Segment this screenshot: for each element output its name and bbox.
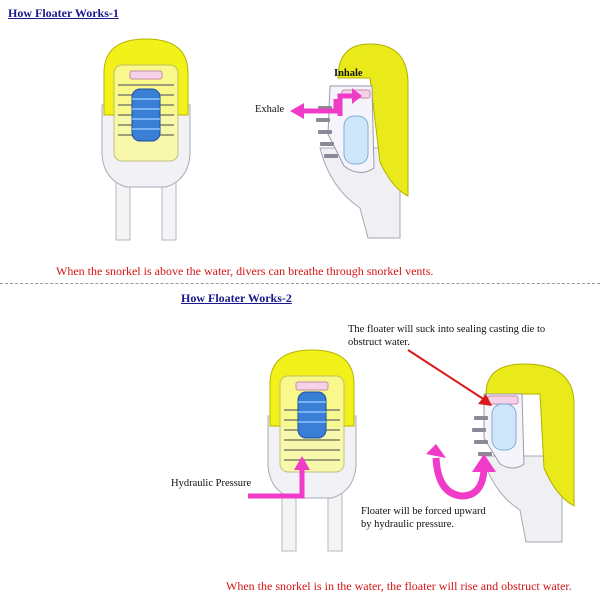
snorkel-front-view-2: [267, 349, 357, 552]
section-divider: [0, 283, 600, 284]
seal-note-line2: obstruct water.: [348, 337, 410, 348]
snorkel-front-view-1: [101, 38, 191, 241]
exhale-arrow: [290, 99, 339, 119]
snorkel-side-view-1: [316, 43, 409, 239]
exhale-label: Exhale: [255, 104, 285, 115]
upward-note-line2: by hydraulic pressure.: [361, 519, 455, 530]
snorkel-side-view-2: [472, 363, 575, 543]
upward-force-arrow: [426, 444, 496, 500]
upward-note-line1: Floater will be forced upward: [361, 506, 486, 517]
hydraulic-pressure-label: Hydraulic Pressure: [171, 478, 252, 489]
seal-pointer-arrow: [407, 349, 492, 406]
seal-note-line1: The floater will suck into sealing casti…: [348, 324, 546, 335]
section1-caption: When the snorkel is above the water, div…: [56, 264, 434, 278]
inhale-label: Inhale: [334, 68, 363, 79]
hydraulic-pressure-arrow: [248, 456, 310, 499]
section2-heading: How Floater Works-2: [181, 291, 292, 305]
section1-heading: How Floater Works-1: [8, 6, 119, 20]
section2-caption: When the snorkel is in the water, the fl…: [226, 579, 572, 593]
upward-note: Floater will be forced upward by hydraul…: [361, 505, 486, 531]
seal-note: The floater will suck into sealing casti…: [348, 323, 545, 349]
